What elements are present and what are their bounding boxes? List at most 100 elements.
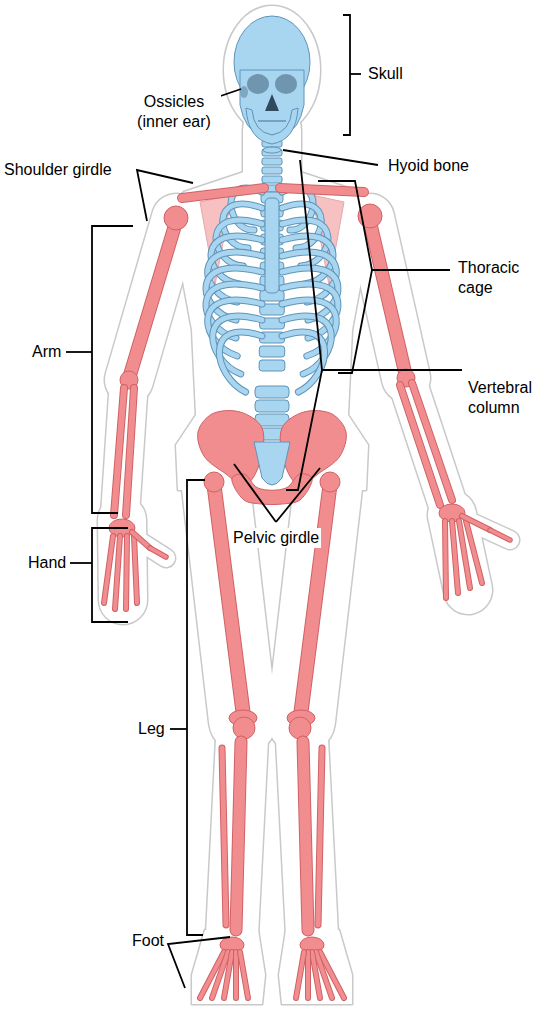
part-label: Thoracic cage — [456, 258, 532, 298]
body-fill — [370, 218, 406, 378]
rib-edge — [216, 220, 262, 266]
leader-line — [234, 464, 276, 522]
part-label: Vertebral column — [466, 378, 542, 418]
thoracic-vertebra — [259, 360, 285, 371]
body-outline — [279, 930, 352, 1004]
rib-edge — [211, 236, 262, 284]
mandible — [246, 108, 298, 144]
thumb-bone — [132, 532, 150, 548]
cervical-vertebra — [262, 167, 282, 174]
rib-edge — [219, 332, 262, 392]
fibula — [318, 748, 322, 925]
leader-line — [66, 351, 92, 353]
leader-line — [168, 937, 230, 988]
cervical-vertebra — [262, 176, 282, 183]
leader-line — [137, 170, 193, 221]
finger-bone-edge — [115, 536, 120, 609]
body-fill — [232, 720, 243, 935]
toe-bone-edge — [312, 952, 320, 998]
rib — [282, 268, 338, 320]
body-fill-group — [120, 6, 510, 1004]
lumbar-vertebra — [255, 400, 289, 412]
leader-line — [283, 150, 378, 165]
thumb-bone — [150, 548, 166, 557]
radius — [114, 388, 124, 515]
clavicle-edge — [280, 188, 364, 192]
body-fill — [406, 378, 448, 505]
finger-bone — [452, 521, 458, 593]
part-label: Shoulder girdle — [2, 160, 114, 180]
rib — [208, 252, 262, 302]
thoracic-vertebra — [259, 346, 284, 357]
finger-bone — [104, 536, 113, 603]
nasal-cavity — [265, 94, 279, 111]
leader-line — [286, 160, 322, 490]
body-outline — [232, 720, 243, 935]
leader-line — [372, 269, 450, 271]
body-fill — [129, 218, 176, 380]
rib — [206, 268, 262, 320]
finger-bone-edge — [126, 536, 127, 609]
body-outline — [129, 218, 176, 380]
humerus-edge — [130, 222, 176, 375]
rib-edge — [208, 252, 262, 302]
humerus — [370, 222, 405, 372]
finger-bone-edge — [452, 521, 458, 593]
toe-bone-edge — [240, 952, 248, 998]
clavicle — [280, 188, 364, 192]
tibia-edge — [236, 742, 241, 930]
thumb-bone-edge — [132, 532, 150, 548]
finger-bone — [115, 536, 120, 609]
humerus — [130, 222, 176, 375]
femur-head — [320, 472, 340, 492]
part-label: Leg — [136, 719, 167, 739]
part-label: Foot — [130, 931, 166, 951]
leader-line — [350, 73, 361, 75]
toe-bone — [240, 952, 248, 998]
leader-line — [187, 480, 205, 935]
rib — [282, 236, 333, 284]
femur-head — [204, 472, 224, 492]
eye-socket — [247, 74, 269, 94]
body-fill — [192, 930, 265, 1004]
femur-edge — [214, 485, 243, 712]
part-label: Hand — [26, 553, 68, 573]
tibia — [303, 742, 308, 930]
leader-line — [70, 562, 92, 564]
sternum — [265, 198, 279, 293]
leader-line — [92, 226, 133, 513]
ulna-edge — [412, 383, 452, 500]
fibula-edge — [318, 748, 322, 925]
cervical-vertebra — [262, 158, 282, 165]
femur-edge — [301, 485, 330, 712]
body-outline — [192, 930, 265, 1004]
leader-line — [322, 369, 462, 371]
body-outline — [224, 6, 320, 134]
radius-edge — [114, 388, 124, 515]
rib — [216, 220, 262, 266]
clavicle-edge — [182, 188, 264, 198]
thumb-bone-edge — [490, 530, 510, 540]
sacrum — [254, 442, 290, 485]
tibia — [236, 742, 241, 930]
tibia-edge — [303, 742, 308, 930]
toe-bone-edge — [305, 952, 311, 998]
toe-bone — [224, 952, 232, 998]
part-label: Ossicles (inner ear) — [127, 92, 221, 132]
leader-line — [276, 468, 320, 522]
leader-line — [343, 15, 350, 135]
ulna-edge — [126, 388, 134, 515]
body-fill — [214, 470, 243, 720]
rib — [219, 332, 262, 392]
femur — [301, 485, 330, 712]
toe-bone — [234, 952, 238, 998]
rib-edge — [282, 220, 328, 266]
finger-bone — [466, 521, 482, 583]
finger-bone — [126, 536, 127, 609]
toe-bone — [312, 952, 320, 998]
body-outline — [214, 470, 243, 720]
toe-bone-edge — [224, 952, 232, 998]
ulna — [126, 388, 134, 515]
